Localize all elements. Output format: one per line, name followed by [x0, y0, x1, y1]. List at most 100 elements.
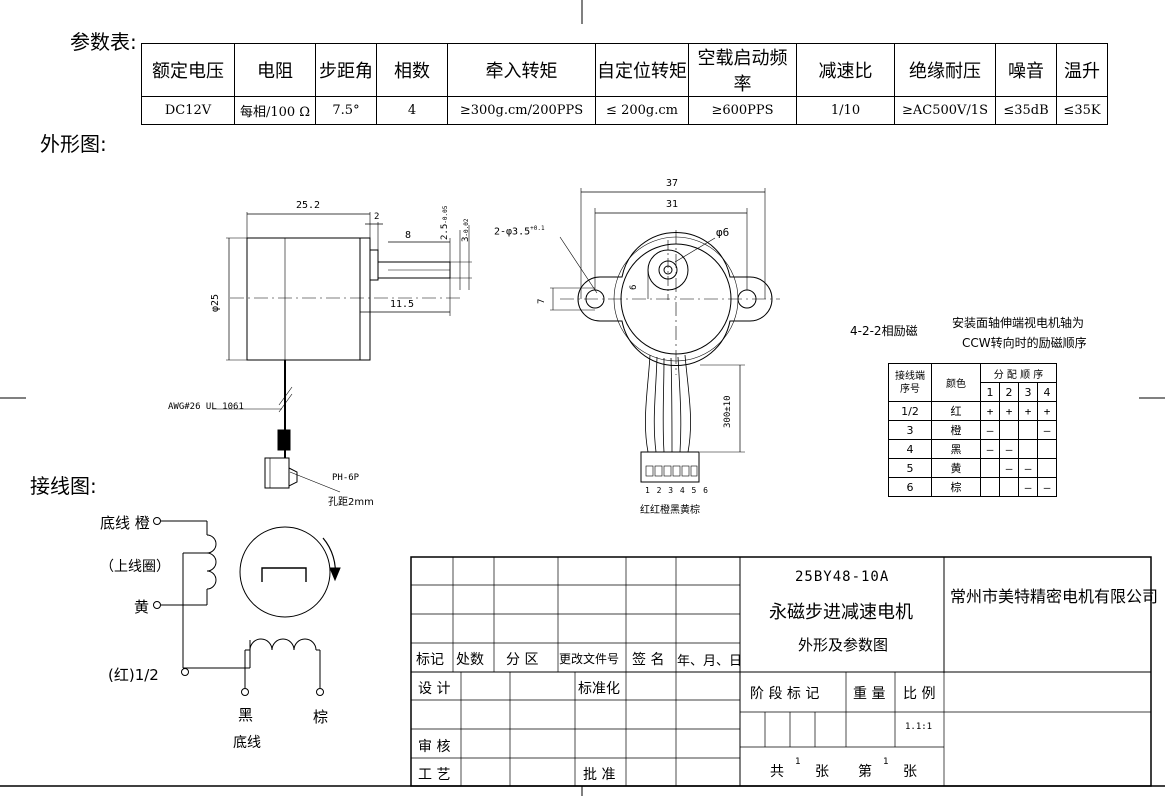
scale-label: 比 例 [903, 686, 936, 702]
param-header: 温升 [1056, 43, 1108, 97]
param-value: 7.5° [315, 96, 377, 125]
dim-6: 6 [629, 284, 639, 290]
rev-header-mark: 标记 [416, 652, 444, 668]
wire-black-label: 黑 [238, 706, 254, 724]
rev-header-date: 年、月、日 [677, 654, 743, 669]
sheet-number: 1 [883, 757, 889, 767]
param-header: 减速比 [796, 43, 895, 97]
sheet-label: 第 [858, 764, 872, 780]
param-value: ≤ 200g.cm [595, 96, 689, 125]
param-header: 自定位转矩 [595, 43, 689, 97]
excitation-note-2: CCW转向时的励磁顺序 [962, 336, 1087, 350]
dim-3: 3-0.02 [461, 218, 471, 242]
wire-red-label: (红)1/2 [108, 666, 159, 684]
param-value: DC12V [141, 96, 235, 125]
drawing-subtitle: 外形及参数图 [798, 636, 889, 654]
awg-label: AWG#26 UL 1061 [168, 402, 244, 412]
param-value: ≤35K [1056, 96, 1108, 125]
seq-cell [999, 477, 1019, 497]
param-table-label: 参数表: [70, 30, 137, 54]
total-unit: 张 [815, 764, 829, 780]
param-value: 4 [376, 96, 448, 125]
bottom-coil-label: 底线 [233, 735, 261, 751]
sheet-unit: 张 [903, 764, 917, 780]
seq-terminal: 4 [888, 439, 932, 459]
rev-header-docno: 更改文件号 [559, 652, 620, 666]
seq-cell [1018, 439, 1038, 459]
model-number: 25BY48-10A [795, 569, 890, 585]
seq-cell [980, 477, 1000, 497]
param-header: 电阻 [234, 43, 316, 97]
param-header: 噪音 [995, 43, 1057, 97]
product-name: 永磁步进减速电机 [769, 602, 913, 623]
seq-header-terminal: 接线端序号 [888, 363, 932, 402]
seq-cell [980, 458, 1000, 478]
dim-11-5: 11.5 [390, 299, 415, 310]
connector-label: PH-6P [332, 473, 360, 483]
excitation-table: 接线端序号 颜色 分 配 顺 序 1 2 3 4 1/2 红 + + + + 3… [888, 363, 1057, 497]
dim-phi6: φ6 [716, 226, 730, 239]
seq-cell: + [1037, 401, 1057, 421]
param-header: 空载启动频率 [688, 43, 797, 97]
param-header: 绝缘耐压 [894, 43, 996, 97]
param-value: 1/10 [796, 96, 895, 125]
seq-cell: — [980, 420, 1000, 440]
standardization-label: 标准化 [578, 681, 620, 697]
excitation-note-1: 安装面轴伸端视电机轴为 [952, 316, 1085, 330]
seq-terminal: 1/2 [888, 401, 932, 421]
front-view [550, 188, 780, 483]
seq-cell: — [999, 439, 1019, 459]
rev-header-count: 处数 [456, 652, 484, 668]
seq-cell [1037, 439, 1057, 459]
weight-label: 重 量 [853, 686, 886, 702]
total-label: 共 [770, 764, 784, 780]
seq-cell [1018, 420, 1038, 440]
dim-7: 7 [537, 298, 547, 304]
wire-brown-label: 棕 [313, 708, 329, 726]
dim-phi25: φ25 [210, 293, 221, 312]
seq-header-sequence: 分 配 顺 序 [980, 363, 1057, 383]
seq-cell: — [1037, 420, 1057, 440]
seq-cell: + [999, 401, 1019, 421]
seq-terminal: 3 [888, 420, 932, 440]
dim-300: 300±10 [723, 395, 733, 428]
dim-2-5: 2.5-0.05 [440, 205, 450, 240]
holes-label: 2-φ3.5+0.1 [494, 225, 545, 238]
param-value: ≥300g.cm/200PPS [447, 96, 596, 125]
seq-terminal: 5 [888, 458, 932, 478]
excitation-title: 4-2-2相励磁 [850, 324, 918, 338]
outline-label: 外形图: [40, 132, 107, 156]
seq-step: 3 [1018, 382, 1038, 402]
wire-yellow-label: 黄 [134, 598, 150, 616]
pitch-label: 孔距2mm [328, 497, 374, 508]
seq-color: 橙 [931, 420, 981, 440]
seq-step: 2 [999, 382, 1019, 402]
dim-31: 31 [666, 199, 679, 210]
seq-step: 4 [1037, 382, 1057, 402]
company-name: 常州市美特精密电机有限公司 [950, 587, 1159, 606]
dim-2: 2 [374, 212, 380, 222]
pin-numbers: 1 2 3 4 5 6 [645, 486, 709, 495]
pin-colors: 红红橙黑黄棕 [640, 505, 700, 516]
seq-cell: — [999, 458, 1019, 478]
review-label: 审 核 [418, 739, 451, 755]
rev-header-sign: 签 名 [632, 652, 665, 668]
seq-cell: — [1037, 477, 1057, 497]
dim-37: 37 [666, 178, 679, 189]
seq-color: 黄 [931, 458, 981, 478]
dim-8: 8 [405, 230, 412, 241]
seq-cell [1037, 458, 1057, 478]
side-view [212, 212, 472, 493]
seq-color: 红 [931, 401, 981, 421]
seq-color: 黑 [931, 439, 981, 459]
approve-label: 批 准 [583, 767, 616, 783]
seq-color: 棕 [931, 477, 981, 497]
param-value: 每相/100 Ω [234, 96, 316, 125]
stage-label: 阶 段 标 记 [750, 686, 820, 702]
wiring-label: 接线图: [30, 474, 97, 498]
total-count: 1 [795, 757, 801, 767]
seq-header-color: 颜色 [931, 363, 981, 402]
scale-value: 1.1:1 [905, 722, 933, 732]
wire-orange-label: 底线 橙 [100, 514, 150, 532]
